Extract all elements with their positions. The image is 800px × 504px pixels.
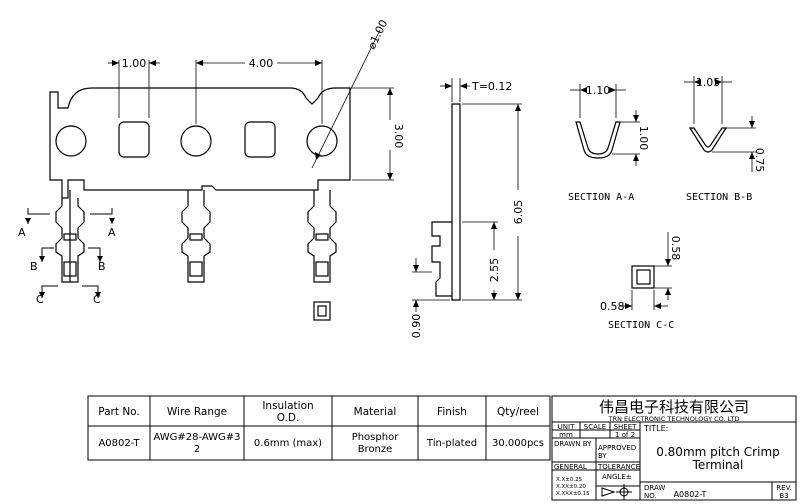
drawing-title-1: 0.80mm pitch Crimp (656, 445, 780, 459)
th-part-no: Part No. (98, 406, 140, 418)
approved-label-1: APPROVED (598, 444, 636, 452)
small-square-c (313, 301, 331, 321)
td-wire-1: AWG#28-AWG#3 (153, 432, 240, 443)
unit-value: mm (559, 431, 573, 439)
rev-value: B3 (779, 492, 788, 500)
letter-a-left: A (18, 226, 26, 239)
title-label: TITLE: (643, 424, 668, 433)
scale-label: SCALE (584, 423, 606, 431)
terminal-3 (307, 190, 337, 283)
dim-sa-width: 1.10 (586, 84, 611, 97)
tolerance-3: X.XXX±0.15 (556, 491, 590, 497)
td-material-1: Phosphor (352, 432, 400, 443)
dim-diameter: ⌀1.00 (365, 18, 390, 52)
tolerance-label: TOLERANCE (597, 463, 640, 471)
general-label: GENERAL (554, 463, 587, 471)
dim-0-90: 0.90 (410, 314, 423, 339)
td-part-no: A0802-T (98, 438, 140, 449)
side-dimensions (412, 78, 522, 312)
draw-label: DRAW (644, 484, 665, 492)
dim-sc-width: 0.58 (600, 300, 625, 313)
th-wire-range: Wire Range (167, 406, 227, 418)
approved-label-2: BY (598, 452, 607, 460)
sheet-label: SHEET (614, 423, 638, 431)
side-profile (431, 103, 461, 301)
letter-a-right: A (108, 226, 116, 239)
td-qty: 30.000pcs (492, 438, 544, 449)
section-cc-shape (631, 265, 655, 289)
th-qty: Qty/reel (497, 406, 539, 418)
drawing-title-2: Terminal (692, 458, 744, 472)
dim-4-00: 4.00 (249, 57, 274, 70)
square-window-1 (118, 121, 150, 158)
th-finish: Finish (437, 406, 467, 418)
dim-sa-height: 1.00 (637, 126, 650, 151)
td-insulation: 0.6mm (max) (254, 438, 322, 449)
dim-2-55: 2.55 (488, 258, 501, 283)
tolerance-2: X.XX±0.20 (556, 484, 586, 490)
tolerance-1: X.X±0.25 (556, 477, 583, 483)
section-cc-label: SECTION C-C (608, 320, 674, 331)
square-window-2 (244, 121, 276, 158)
unit-label: UNIT (558, 423, 575, 431)
carrier-strip-outline (49, 87, 351, 199)
dim-sc-height: 0.58 (669, 236, 682, 261)
letter-c-right: C (93, 293, 101, 306)
section-bb-label: SECTION B-B (686, 192, 752, 203)
letter-b-left: B (30, 260, 38, 273)
spec-table: Part No. Wire Range Insulation O.D. Mate… (87, 395, 551, 461)
section-aa-shape (575, 121, 621, 159)
terminal-2 (181, 190, 211, 283)
letter-b-right: B (98, 260, 106, 273)
td-material-2: Bronze (358, 444, 393, 455)
section-bb-shape (688, 127, 728, 153)
dim-sb-height: 0.75 (753, 148, 766, 173)
dim-1-00: 1.00 (122, 57, 147, 70)
dim-sb-width: 1.05 (696, 76, 721, 89)
letter-c-left: C (36, 293, 44, 306)
company-name-cn: 伟昌电子科技有限公司 (599, 398, 749, 416)
pilot-hole-1 (55, 125, 87, 157)
drawn-by-label: DRAWN BY (554, 440, 592, 448)
terminal-1 (55, 190, 85, 283)
td-wire-2: 2 (194, 444, 200, 455)
section-cc-dims (620, 232, 672, 310)
rev-label: REV. (776, 484, 791, 492)
td-finish: Tin-plated (426, 438, 477, 449)
company-name-en: TRN ELECTRONIC TECHNOLOGY CO. LTD (608, 415, 740, 423)
th-material: Material (354, 406, 397, 418)
th-insulation-1: Insulation (262, 400, 313, 412)
th-insulation-2: O.D. (277, 412, 300, 424)
drawing-number: A0802-T (674, 490, 707, 499)
dim-3-00: 3.00 (392, 124, 405, 149)
section-bb-dims (684, 76, 756, 172)
arrowheads (25, 60, 755, 309)
pilot-hole-3 (306, 125, 338, 157)
sheet-value: 1 of 2 (615, 431, 635, 439)
dim-thickness: T=0.12 (471, 80, 512, 93)
section-aa-label: SECTION A-A (568, 192, 634, 203)
pilot-hole-2 (180, 125, 212, 157)
title-block: 伟昌电子科技有限公司 TRN ELECTRONIC TECHNOLOGY CO.… (551, 395, 797, 501)
angle-label: ANGLE± (602, 473, 632, 481)
no-label: NO. (644, 492, 657, 500)
dim-6-05: 6.05 (512, 200, 525, 225)
